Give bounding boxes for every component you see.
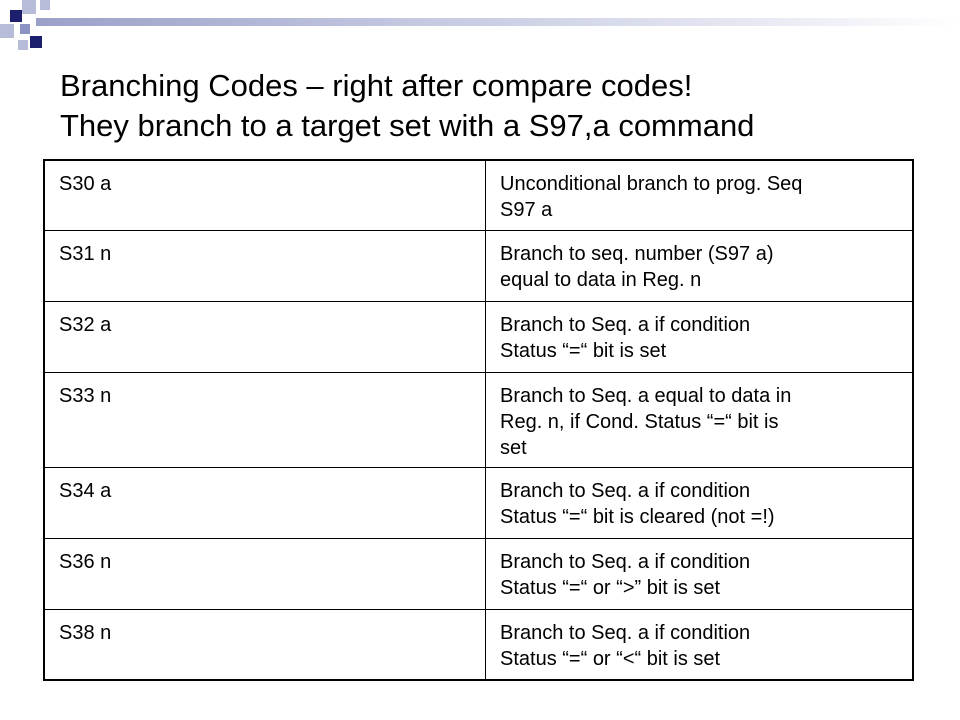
table-row: S31 n Branch to seq. number (S97 a) equal … [43, 229, 914, 302]
decor-square-navy-2 [30, 36, 42, 48]
code-cell: S33 n [43, 371, 486, 468]
description-line: Branch to Seq. a equal to data in [500, 384, 792, 407]
decor-square-light-2 [0, 24, 14, 38]
decor-square-light-4 [40, 0, 50, 10]
description-line: Branch to Seq. a if condition [500, 479, 751, 502]
description-line: Status “=“ bit is set [500, 339, 667, 362]
code-cell: S32 a [43, 300, 486, 373]
description-cell: Branch to seq. number (S97 a) equal to da… [485, 229, 914, 302]
description-line: equal to data in Reg. n [500, 268, 702, 291]
description-line: Status “=“ or “>” bit is set [500, 576, 721, 599]
code-cell: S31 n [43, 229, 486, 302]
description-line: set [500, 436, 527, 459]
code-cell: S36 n [43, 537, 486, 610]
code-cell: S34 a [43, 466, 486, 539]
description-line: Unconditional branch to prog. Seq [500, 173, 803, 195]
decor-square-light-1 [22, 0, 36, 14]
description-line: Branch to seq. number (S97 a) [500, 242, 774, 265]
description-line: S97 a [500, 199, 553, 221]
header-gradient-bar [36, 18, 960, 26]
description-line: Branch to Seq. a if condition [500, 313, 751, 336]
description-line: Status “=“ bit is cleared (not =!) [500, 505, 775, 528]
slide-title-line-2: They branch to a target set with a S97,a… [60, 108, 755, 143]
description-line: Status “=“ or “<“ bit is set [500, 647, 721, 670]
table-row: S33 n Branch to Seq. a equal to data in Re… [43, 371, 914, 468]
code-cell: S30 a [43, 159, 486, 231]
description-cell: Branch to Seq. a equal to data in Reg. n,… [485, 371, 914, 468]
decor-square-mid-1 [20, 24, 30, 34]
decor-square-light-3 [18, 40, 28, 50]
description-line: Reg. n, if Cond. Status “=“ bit is [500, 410, 779, 433]
code-cell: S38 n [43, 608, 486, 681]
description-line: Branch to Seq. a if condition [500, 621, 751, 644]
slide-title: Branching Codes – right after compare co… [60, 66, 940, 146]
slide-title-line-1: Branching Codes – right after compare co… [60, 68, 693, 103]
decor-square-navy-1 [10, 10, 22, 22]
description-line: Branch to Seq. a if condition [500, 550, 751, 573]
